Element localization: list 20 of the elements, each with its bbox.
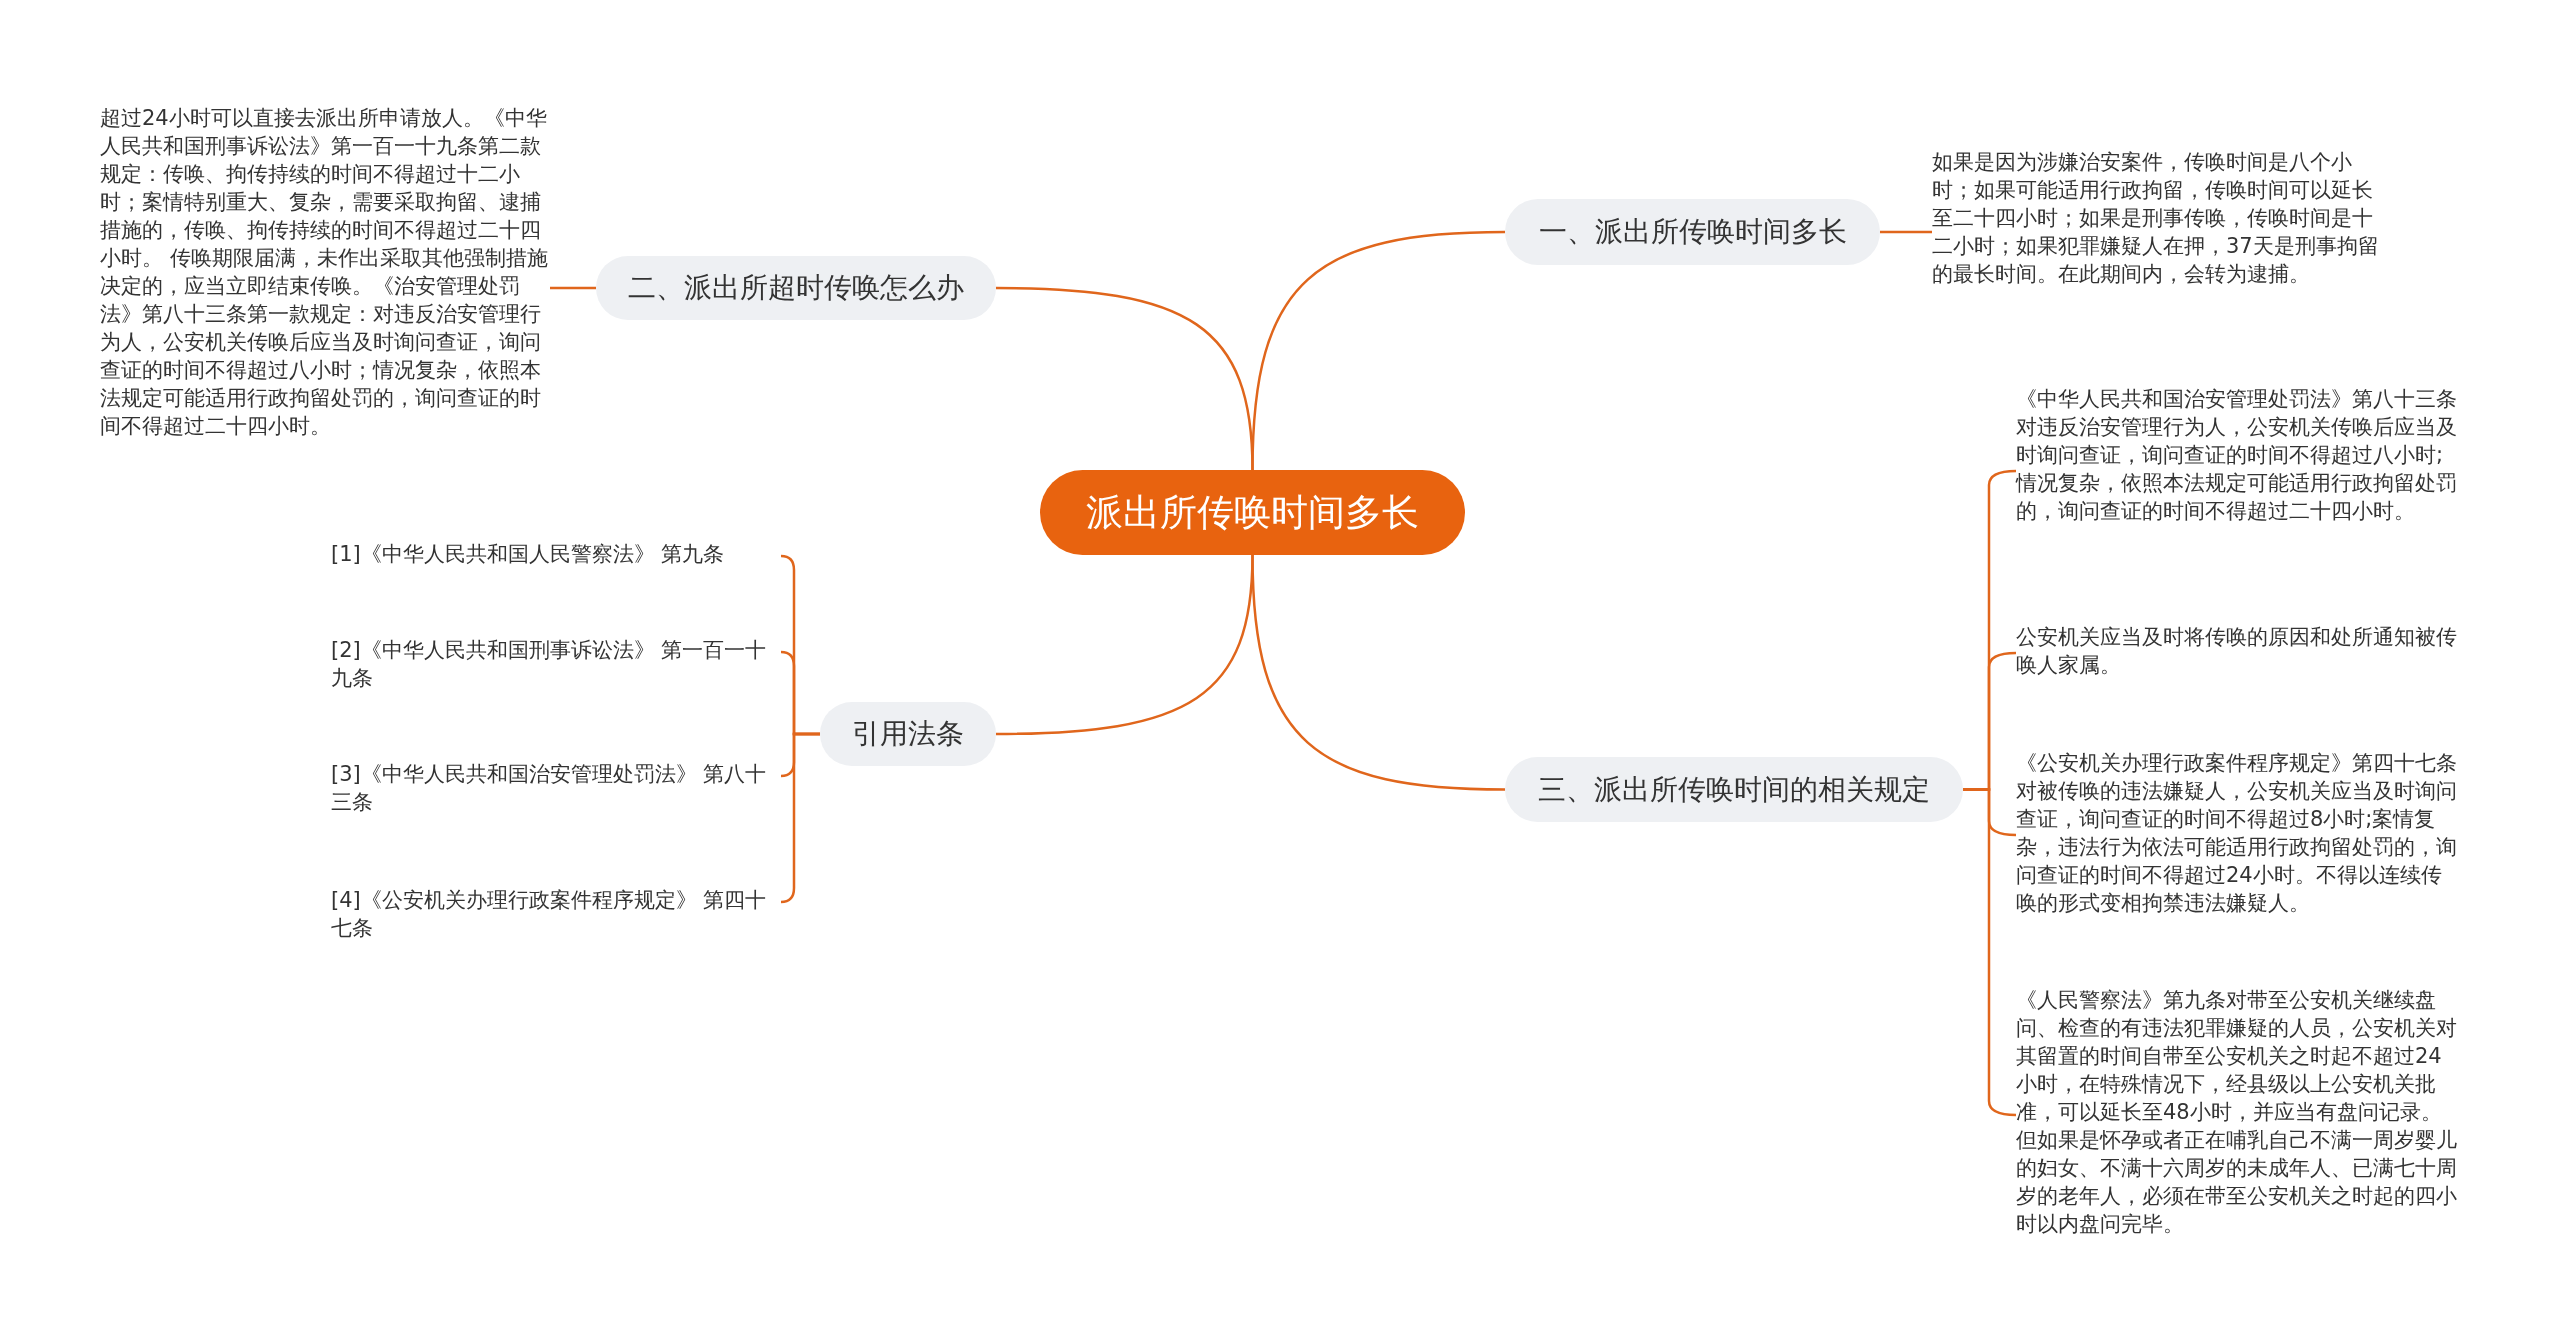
topic-pill: 引用法条 <box>820 702 996 766</box>
note-text: [2]《中华人民共和国刑事诉讼法》 第一百一十九条 <box>331 636 781 696</box>
topic-pill: 一、派出所传唤时间多长 <box>1505 199 1880 265</box>
connector-line <box>995 286 1254 471</box>
note-text: [1]《中华人民共和国人民警察法》 第九条 <box>331 540 781 572</box>
note-text: 《人民警察法》第九条对带至公安机关继续盘问、检查的有违法犯罪嫌疑的人员，公安机关对其留置的时间自带至公安机关之时起不超过24小时，在特殊情况下，经县级以上公安机关批准，可以延长至48小时，并应当有盘问记录。但如果是怀孕或者正在哺乳自己不满一周岁婴儿的妇女、不满十六周岁的未成年人、已满七十周岁的老年人，必须在带至公安机关之时起的四小时以内盘问完毕。 <box>2016 986 2461 1244</box>
topic-pill: 三、派出所传唤时间的相关规定 <box>1505 757 1963 822</box>
note-text: 《公安机关办理行政案件程序规定》第四十七条对被传唤的违法嫌疑人，公安机关应当及时询问查证，询问查证的时间不得超过8小时;案情复杂，违法行为依法可能适用行政拘留处罚的，询问查证的时间不得超过24小时。不得以连续传唤的形式变相拘禁违法嫌疑人。 <box>2016 749 2461 921</box>
note-text: 《中华人民共和国治安管理处罚法》第八十三条对违反治安管理行为人，公安机关传唤后应当及时询问查证，询问查证的时间不得超过八小时;情况复杂，依照本法规定可能适用行政拘留处罚的，询问查证的时间不得超过二十四小时。 <box>2016 385 2461 557</box>
note-text: 如果是因为涉嫌治安案件，传唤时间是八个小时；如果可能适用行政拘留，传唤时间可以延长至二十四小时；如果是刑事传唤，传唤时间是十二小时；如果犯罪嫌疑人在押，37天是刑事拘留的最长时间。在此期间内，会转为逮捕。 <box>1932 148 2380 320</box>
note-text: 超过24小时可以直接去派出所申请放人。《中华人民共和国刑事诉讼法》第一百一十九条第二款规定：传唤、拘传持续的时间不得超过十二小时；案情特别重大、复杂，需要采取拘留、逮捕措施的，传唤、拘传持续的时间不得超过二十四小时。 传唤期限届满，未作出采取其他强制措施决定的，应当立即结束传唤。《治安管理处罚法》第八十三条第一款规定：对违反治安管理行为人，公安机关传唤后应当及时询问查证，询问查证的时间不得超过八小时；情况复杂，依照本法规定可能适用行政拘留处罚的，询问查证的时间不得超过二十四小时。 <box>100 104 550 476</box>
note-text: 公安机关应当及时将传唤的原因和处所通知被传唤人家属。 <box>2016 623 2461 683</box>
connector-line <box>780 732 820 904</box>
topic-pill: 二、派出所超时传唤怎么办 <box>596 256 996 320</box>
connector-line <box>995 554 1254 736</box>
connector-line <box>550 286 596 290</box>
central-topic: 派出所传唤时间多长 <box>1040 470 1465 555</box>
connector-line <box>1880 230 1932 234</box>
note-text: [4]《公安机关办理行政案件程序规定》 第四十七条 <box>331 886 781 946</box>
note-text: [3]《中华人民共和国治安管理处罚法》 第八十三条 <box>331 760 781 820</box>
